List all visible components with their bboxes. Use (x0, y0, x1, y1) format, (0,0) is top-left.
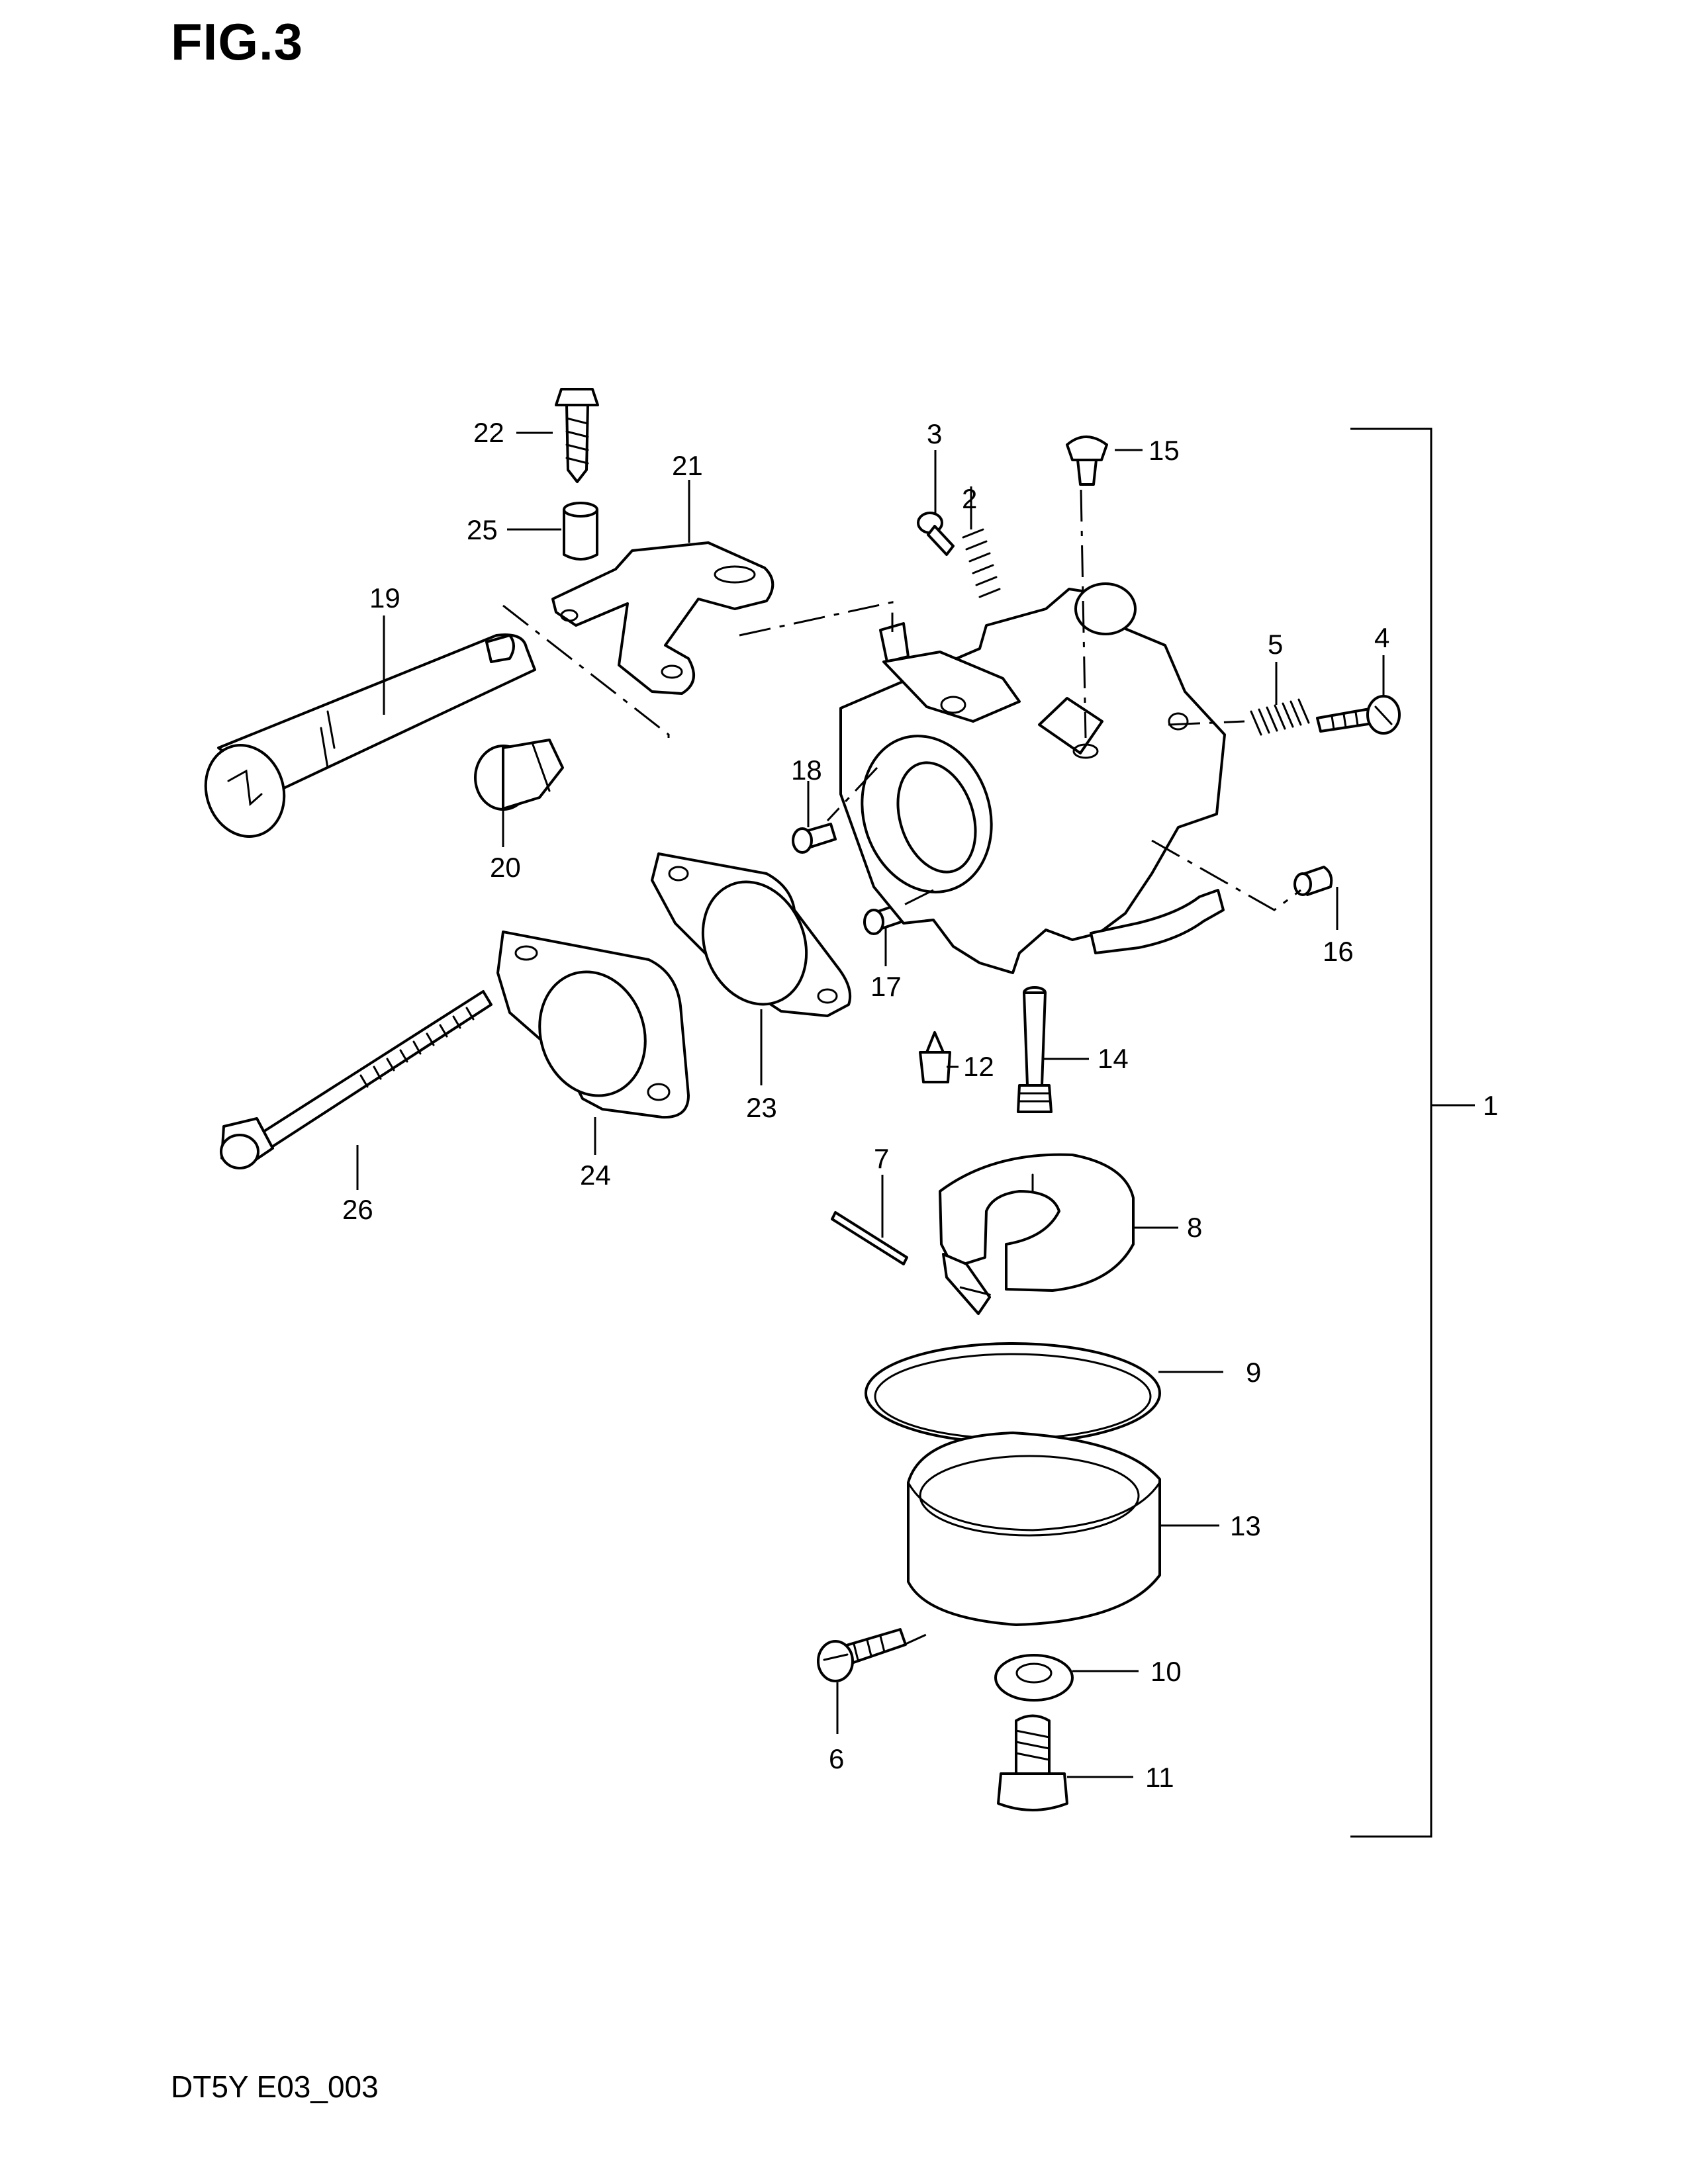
part-14-jet (1017, 986, 1053, 1113)
part-23-gasket (651, 852, 852, 1017)
callout-25: 25 (467, 514, 498, 545)
callout-1: 1 (1483, 1090, 1498, 1121)
part-24-insulator (496, 931, 690, 1119)
callout-20: 20 (490, 852, 521, 883)
callout-16: 16 (1323, 936, 1354, 967)
part-3-screw (917, 512, 955, 556)
part-6-screw (817, 1628, 907, 1682)
part-21-bracket (551, 541, 774, 695)
figure-code: DT5Y E03_003 (171, 2070, 379, 2104)
part-4-screw (1316, 695, 1401, 735)
part-26-bolt (220, 990, 492, 1169)
callout-22: 22 (473, 417, 504, 448)
part-2-spring (962, 528, 1001, 598)
alignment-lines (502, 489, 1301, 1649)
part-16-screw (1293, 866, 1333, 896)
callout-4: 4 (1374, 622, 1389, 653)
callout-26: 26 (342, 1194, 373, 1225)
callout-11: 11 (1145, 1762, 1174, 1793)
callout-18: 18 (791, 754, 822, 786)
figure-title: FIG.3 (171, 13, 304, 71)
callout-9: 9 (1246, 1357, 1261, 1388)
callout-14: 14 (1098, 1043, 1129, 1074)
callout-21: 21 (672, 450, 703, 481)
callout-7: 7 (874, 1143, 889, 1174)
callout-10: 10 (1150, 1656, 1182, 1687)
part-15-screw (1066, 435, 1108, 486)
callout-12: 12 (963, 1051, 994, 1082)
part-18-screw (792, 823, 837, 854)
assembly-bracket (1350, 428, 1475, 1838)
leader-lines (356, 432, 1385, 1778)
part-20-grommet (474, 739, 564, 811)
callout-2: 2 (962, 483, 977, 514)
part-22-screw (555, 388, 599, 483)
callout-17: 17 (870, 971, 902, 1002)
part-8-float (939, 1153, 1135, 1315)
part-12-needle (919, 1031, 951, 1083)
callout-13: 13 (1230, 1510, 1261, 1541)
carburetor-body (839, 582, 1226, 974)
callout-labels: 22 25 21 19 20 3 2 15 5 4 18 17 16 26 24… (342, 417, 1498, 1793)
callout-5: 5 (1268, 629, 1283, 660)
part-9-ring (865, 1342, 1161, 1444)
part-10-washer (994, 1654, 1074, 1702)
callout-6: 6 (829, 1743, 844, 1774)
part-11-bolt (997, 1714, 1068, 1811)
callout-19: 19 (369, 582, 400, 614)
callout-15: 15 (1149, 435, 1180, 466)
part-13-bowl (907, 1432, 1161, 1626)
callout-3: 3 (927, 418, 942, 449)
part-7-pin (831, 1211, 908, 1265)
callout-23: 23 (746, 1092, 777, 1123)
part-25-collar (563, 502, 598, 561)
part-19-knob (204, 633, 536, 838)
part-5-spring (1250, 698, 1310, 736)
callout-8: 8 (1187, 1212, 1202, 1243)
callout-24: 24 (580, 1160, 611, 1191)
